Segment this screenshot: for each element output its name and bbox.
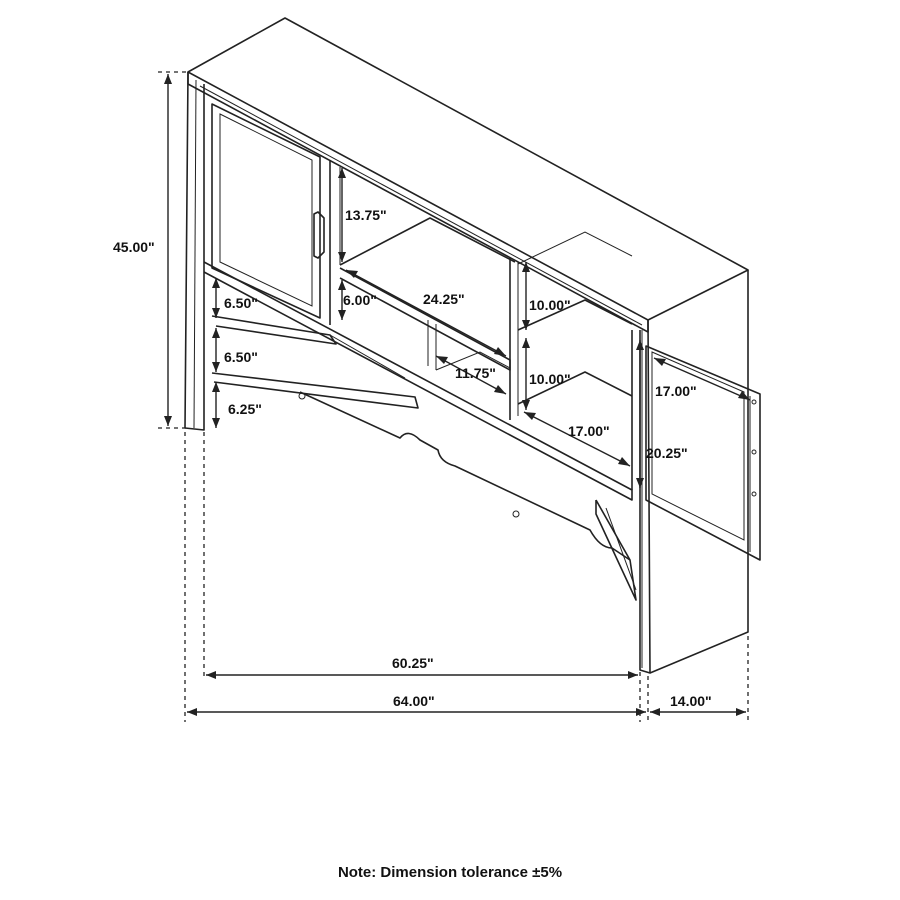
tolerance-note: Note: Dimension tolerance ±5% <box>337 864 563 881</box>
label-upper-compartment-height: 13.75" <box>345 207 387 223</box>
cabinet-top <box>187 17 749 321</box>
label-total-width: 64.00" <box>393 693 435 709</box>
label-right-lower-height: 10.00" <box>529 371 571 387</box>
dimension-arrows <box>164 74 751 716</box>
label-depth: 14.00" <box>670 693 712 709</box>
label-door-width: 17.00" <box>655 383 697 399</box>
right-door-open <box>645 345 761 561</box>
label-left-lower-gap: 6.50" <box>224 349 258 365</box>
left-glass-door <box>211 103 325 319</box>
cabinet-drawing <box>184 17 761 674</box>
label-left-upper-gap: 6.50" <box>224 295 258 311</box>
label-center-lower-width: 11.75" <box>455 365 496 381</box>
label-center-shelf-width: 24.25" <box>423 291 465 307</box>
label-center-opening-height: 6.00" <box>343 292 377 308</box>
dimension-labels: 45.00" 13.75" 6.50" 6.50" 6.25" 6.00" 24… <box>113 207 712 709</box>
label-right-shelf-width: 17.00" <box>568 423 610 439</box>
label-total-height: 45.00" <box>113 239 155 255</box>
label-door-height: 20.25" <box>646 445 688 461</box>
label-right-upper-height: 10.00" <box>529 297 571 313</box>
door-handle <box>313 211 325 259</box>
label-left-bottom-gap: 6.25" <box>228 401 262 417</box>
label-inner-width: 60.25" <box>392 655 434 671</box>
